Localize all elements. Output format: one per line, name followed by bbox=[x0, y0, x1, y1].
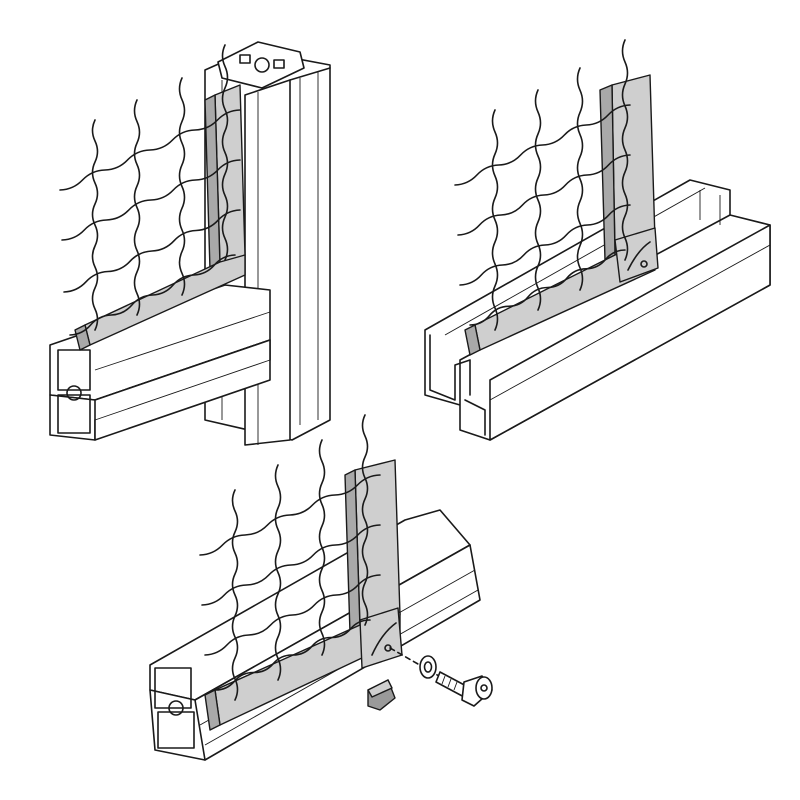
assembly-u-channel bbox=[424, 39, 771, 441]
horizontal-profile bbox=[149, 509, 481, 761]
assembly-corner-post bbox=[49, 41, 331, 446]
mesh-wire bbox=[63, 209, 241, 293]
panel-frame bbox=[204, 459, 403, 731]
mesh-wire bbox=[91, 119, 99, 331]
mesh-wire bbox=[621, 39, 629, 261]
wire-mesh-panel bbox=[199, 414, 381, 701]
mesh-wire bbox=[457, 154, 631, 236]
mesh-wire bbox=[469, 249, 626, 326]
mesh-wire bbox=[534, 89, 542, 311]
mesh-wire bbox=[214, 619, 371, 691]
mesh-wire bbox=[69, 254, 236, 336]
mesh-wire bbox=[61, 159, 241, 241]
panel-frame bbox=[74, 84, 246, 351]
mesh-wire bbox=[199, 474, 381, 556]
wire-mesh-panel bbox=[59, 44, 241, 336]
mesh-wire bbox=[204, 574, 381, 656]
mesh-wire bbox=[178, 77, 186, 296]
mesh-wire bbox=[491, 109, 499, 331]
mesh-wire bbox=[361, 414, 369, 626]
horizontal-profile bbox=[49, 284, 271, 441]
mesh-wire bbox=[59, 109, 241, 191]
mesh-wire bbox=[576, 67, 584, 291]
mesh-wire bbox=[231, 489, 239, 701]
mesh-wire bbox=[201, 524, 381, 606]
t-nut bbox=[367, 679, 396, 711]
mesh-wire bbox=[454, 104, 631, 186]
u-channel-profile bbox=[424, 179, 771, 441]
washer bbox=[419, 655, 437, 679]
mesh-wire bbox=[133, 99, 141, 316]
mesh-wire bbox=[459, 204, 631, 286]
mesh-wire bbox=[274, 464, 282, 681]
mesh-wire bbox=[221, 44, 229, 261]
panel-frame bbox=[464, 74, 659, 356]
wire-mesh-panel bbox=[454, 39, 631, 331]
screw bbox=[435, 671, 493, 707]
assembly-bracket-mounting bbox=[149, 414, 493, 761]
